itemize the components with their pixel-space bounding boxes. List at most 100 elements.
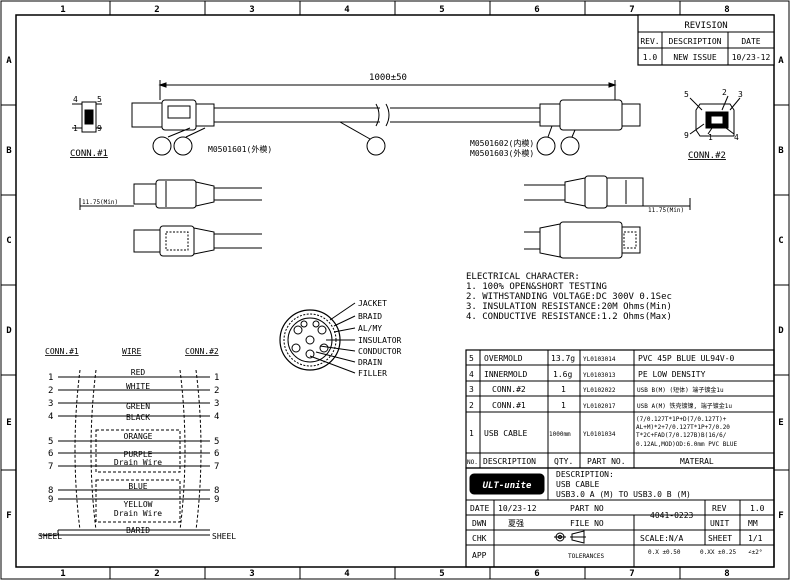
- cable-side-view: [79, 175, 691, 210]
- conn1-face-view: [72, 101, 102, 133]
- row-label: F: [6, 511, 11, 521]
- wire-color: YELLOW: [124, 500, 153, 509]
- wire-color: GREEN: [126, 402, 150, 411]
- bom-cell: (7/0.127T*1P+D(7/0.127T)+: [636, 416, 727, 423]
- wiring-header: CONN.#2: [185, 347, 219, 356]
- bom-cell: PVC 45P BLUE UL94V-0: [638, 354, 735, 363]
- pin-label: 4: [73, 95, 78, 104]
- row-label: A: [6, 56, 12, 66]
- cross-section-label: INSULATOR: [358, 336, 402, 345]
- bom-header: DESCRIPTION: [483, 457, 536, 466]
- bom-cell: CONN.#2: [492, 385, 526, 394]
- revision-title: REVISION: [684, 21, 727, 31]
- tolerance-value: 0.XX ±0.25: [700, 549, 737, 556]
- chk-label: CHK: [472, 534, 487, 543]
- electrical-line: 4. CONDUCTIVE RESISTANCE:1.2 Ohms(Max): [466, 312, 672, 322]
- revision-header: DESCRIPTION: [669, 37, 722, 46]
- bom-cell: USB A(M) 铁壳镀镍, 端子镀金1u: [637, 402, 732, 410]
- pin-label: 9: [97, 124, 102, 133]
- wire-color: ORANGE: [124, 432, 153, 441]
- dwn-label: DWN: [472, 519, 487, 528]
- electrical-characteristics: ELECTRICAL CHARACTER: 1. 100% OPEN&SHORT…: [466, 272, 672, 322]
- pin-number: 3: [48, 399, 53, 409]
- bom-cell: CONN.#1: [492, 401, 526, 410]
- pin-label: 9: [684, 131, 689, 140]
- dwn-value: 夏强: [508, 519, 524, 528]
- sheet-value: 1/1: [748, 534, 763, 543]
- col-label: 4: [344, 569, 350, 579]
- pin-number: 1: [214, 373, 219, 383]
- wiring-pins: 1 2 3 4 5 6 7 8 9 1 2 3 4 5 6 7 8 9: [48, 373, 219, 505]
- wire-colors: RED WHITE GREEN BLACK ORANGE PURPLE Drai…: [114, 368, 162, 535]
- conn2-face-view: [689, 95, 741, 137]
- bom-cell: 1: [561, 385, 566, 394]
- pin-number: 4: [48, 412, 53, 422]
- desc-line: USB3.0 A (M) TO USB3.0 B (M): [556, 490, 691, 499]
- pin-number: 8: [214, 486, 219, 496]
- bom-cell: YL0101034: [583, 431, 616, 438]
- bom-cell: USB B(M) (短体) 端子镀金1u: [637, 386, 724, 394]
- revision-header: DATE: [741, 37, 760, 46]
- cross-section-labels: JACKET BRAID AL/MY INSULATOR CONDUCTOR D…: [358, 299, 402, 378]
- overmold-label-conn2: M0501603(外模): [470, 148, 534, 158]
- bom-cell: USB CABLE: [484, 429, 528, 438]
- bom-header: MATERAL: [680, 457, 714, 466]
- bom-header: PART NO.: [587, 457, 626, 466]
- pin-number: 7: [48, 462, 53, 472]
- row-label: F: [778, 511, 783, 521]
- row-label: E: [778, 418, 783, 428]
- bom-cell: 1: [469, 429, 474, 438]
- title-block: [465, 467, 775, 568]
- bom-cell: 5: [469, 354, 474, 363]
- shield-label: BARID: [126, 526, 150, 535]
- pin-number: 4: [214, 412, 219, 422]
- conn2-label: CONN.#2: [688, 151, 726, 161]
- bom-cell: AL+M)*2+7/0.127T*1P+7/0.20: [636, 424, 730, 431]
- pin-label: 1: [708, 133, 713, 142]
- sheel-right: SHEEL: [212, 532, 236, 541]
- col-label: 5: [439, 5, 444, 15]
- row-label: D: [6, 326, 12, 336]
- pin-number: 6: [214, 449, 219, 459]
- innermold-label-conn2: M0501602(内模): [470, 138, 534, 148]
- grid-labels: 1 2 3 4 5 6 7 8 1 2 3 4 5 6 7 8 A B C D …: [6, 5, 784, 579]
- bom-cell: 4: [469, 370, 474, 379]
- dimension-min-left: 11.75(Min): [82, 199, 118, 206]
- projection-symbol-icon: [554, 530, 586, 544]
- sheet-label: SHEET: [708, 534, 732, 543]
- bom-cell: INNERMOLD: [484, 370, 528, 379]
- bom-cell: YL0103013: [583, 372, 616, 379]
- electrical-line: 2. WITHSTANDING VOLTAGE:DC 300V 0.1Sec: [466, 292, 672, 302]
- electrical-line: 1. 100% OPEN&SHORT TESTING: [466, 282, 607, 292]
- col-label: 5: [439, 569, 444, 579]
- rev-label: REV: [712, 504, 727, 513]
- pin-number: 6: [48, 449, 53, 459]
- bom-cell: 1: [561, 401, 566, 410]
- bom-header: QTY.: [554, 457, 573, 466]
- date-label: DATE: [470, 504, 489, 513]
- cross-section-label: JACKET: [358, 299, 387, 308]
- wire-color: BLACK: [126, 413, 150, 422]
- app-label: APP: [472, 551, 487, 560]
- pin-label: 2: [722, 88, 727, 97]
- revision-header: REV.: [640, 37, 659, 46]
- cable-cross-section: [279, 302, 356, 374]
- cross-section-label: DRAIN: [358, 358, 382, 367]
- electrical-title: ELECTRICAL CHARACTER:: [466, 272, 580, 282]
- bom-cell: T*2C+FAD(7/0.127B)B(16/6/: [636, 432, 727, 439]
- row-label: A: [778, 56, 784, 66]
- cross-section-label: FILLER: [358, 369, 387, 378]
- dimension-min-right: 11.75(Min): [648, 207, 684, 214]
- pin-label: 4: [734, 133, 739, 142]
- tolerance-value: 0.X ±0.50: [648, 549, 681, 556]
- wire-color: RED: [131, 368, 146, 377]
- part-no-value: 4041-0223: [650, 511, 694, 520]
- col-label: 1: [60, 5, 65, 15]
- col-label: 1: [60, 569, 65, 579]
- overmold-label-conn1: M0501601(外模): [208, 144, 272, 154]
- bom-cell: 3: [469, 385, 474, 394]
- cable-length-dimension: 1000±50: [369, 73, 407, 83]
- pin-number: 8: [48, 486, 53, 496]
